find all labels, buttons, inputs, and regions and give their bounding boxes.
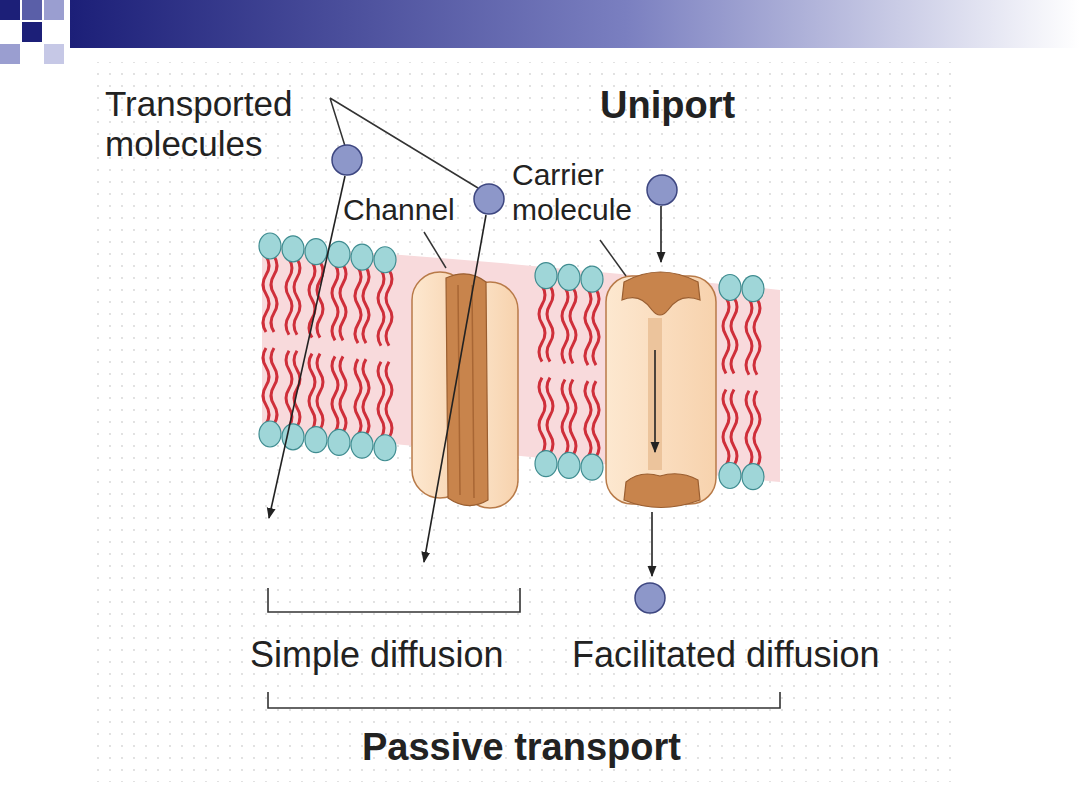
- lipid-head: [719, 463, 741, 489]
- lipid-tail: [593, 381, 599, 457]
- flow-arrow: [269, 176, 661, 576]
- molecule: [332, 145, 677, 613]
- deco-square: [22, 0, 42, 20]
- lipid-tail: [593, 289, 599, 365]
- lipid-tail: [539, 286, 545, 362]
- leader-line: [424, 232, 446, 268]
- lipid-tail: [378, 362, 384, 438]
- lipid-tail: [363, 267, 369, 343]
- channel-protein: [412, 272, 518, 508]
- lipid-head: [259, 421, 281, 447]
- deco-square: [0, 44, 20, 64]
- lipid-tail: [332, 264, 338, 340]
- lipid-head: [535, 263, 557, 289]
- lipid-head: [581, 266, 603, 292]
- lipid-tail: [355, 359, 361, 435]
- lipid-tail: [585, 289, 591, 365]
- lipid-tail: [723, 298, 729, 374]
- lipid-tail: [340, 264, 346, 340]
- lipid-tail: [317, 354, 323, 430]
- deco-square: [44, 44, 64, 64]
- bracket-label: Simple diffusion: [250, 634, 503, 675]
- deco-square: [44, 0, 64, 20]
- lipid-tail: [271, 256, 277, 332]
- leader-line: [330, 98, 478, 188]
- dotted-ground: [92, 62, 960, 782]
- lipid-head: [719, 275, 741, 301]
- lipid-tail: [570, 287, 576, 363]
- lipid-head: [328, 429, 350, 455]
- lipid-tail: [746, 299, 752, 375]
- lipid-head: [581, 454, 603, 480]
- part-label: Channel: [343, 193, 455, 228]
- molecule-label: Transported molecules: [105, 84, 335, 165]
- lipid-tail: [754, 391, 760, 467]
- lipid-tail: [570, 379, 576, 455]
- lipid-head: [305, 239, 327, 265]
- lipid-tail: [754, 299, 760, 375]
- lipid-tail: [286, 259, 292, 335]
- carrier-protein: [606, 272, 716, 508]
- lipid-tail: [746, 391, 752, 467]
- lipid-tail: [271, 348, 277, 424]
- deco-square: [0, 0, 20, 20]
- lipid-tail: [731, 390, 737, 466]
- lipid-head: [374, 247, 396, 273]
- lipid-tail: [263, 256, 269, 332]
- lipid-tail: [294, 259, 300, 335]
- leader-line: [600, 240, 626, 276]
- bracket: [268, 588, 520, 612]
- lipid-tail: [585, 381, 591, 457]
- lipid-tail: [363, 359, 369, 435]
- lipid-head: [351, 244, 373, 270]
- lipid-head: [742, 464, 764, 490]
- lipid-head: [259, 233, 281, 259]
- lipid-head: [742, 276, 764, 302]
- lipid-tail: [562, 379, 568, 455]
- bracket-label: Facilitated diffusion: [572, 634, 880, 675]
- lipid-head: [558, 264, 580, 290]
- title: Uniport: [600, 84, 735, 128]
- lipid-head: [374, 435, 396, 461]
- title-bar: [70, 0, 1080, 48]
- bracket-label: Passive transport: [362, 726, 681, 770]
- lipid-tail: [309, 354, 315, 430]
- lipid-tail: [332, 356, 338, 432]
- lipid-tail: [562, 287, 568, 363]
- lipid-tail: [723, 390, 729, 466]
- lipid-tail: [263, 348, 269, 424]
- deco-square: [22, 22, 42, 42]
- lipid-tail: [386, 362, 392, 438]
- lipid-tail: [547, 286, 553, 362]
- lipid-tail: [731, 298, 737, 374]
- lipid-tail: [355, 267, 361, 343]
- lipid-head: [305, 427, 327, 453]
- lipid-head: [328, 241, 350, 267]
- lipid-tail: [386, 270, 392, 346]
- lipid-head: [535, 451, 557, 477]
- bracket: [268, 692, 780, 708]
- lipid-head: [558, 452, 580, 478]
- lipid-tail: [539, 378, 545, 454]
- lipid-head: [282, 236, 304, 262]
- lipid-tail: [547, 378, 553, 454]
- lipid-tail: [378, 270, 384, 346]
- part-label: Carrier molecule: [512, 158, 662, 227]
- lipid-tail: [340, 356, 346, 432]
- lipid-head: [351, 432, 373, 458]
